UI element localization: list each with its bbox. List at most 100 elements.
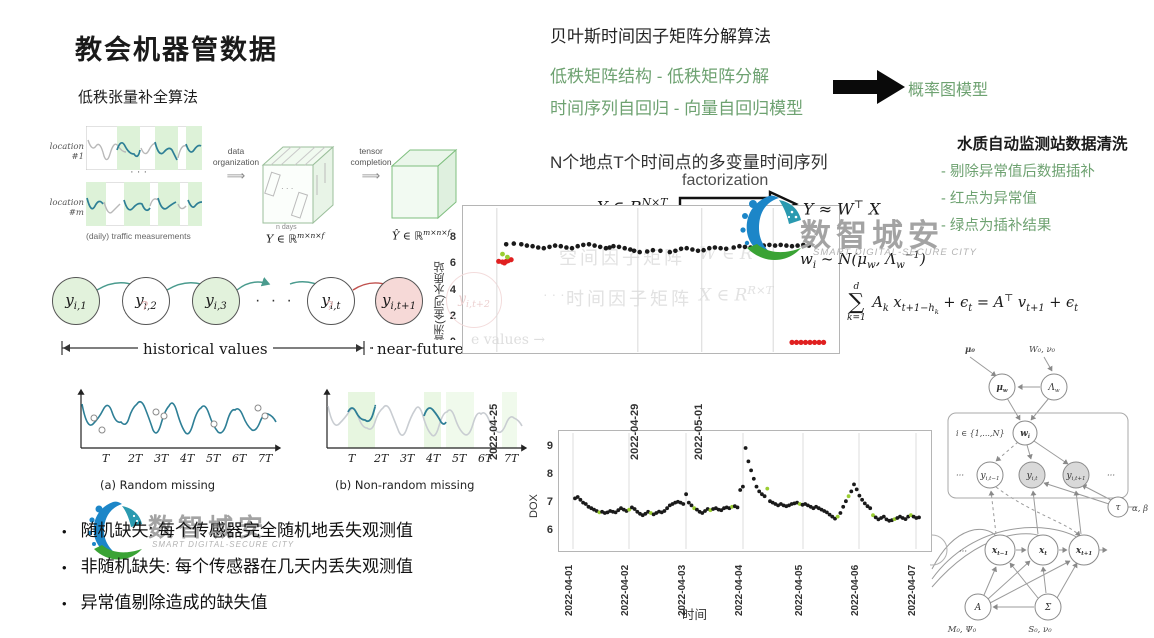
model-node-y-i,t−1 <box>976 461 1004 489</box>
series-imputed-green <box>500 251 510 260</box>
svg-text:μw: μw <box>996 383 1008 394</box>
model-label: M₀, Ψ₀ <box>947 625 977 635</box>
svg-text:Σ: Σ <box>1044 603 1052 613</box>
tick-2T: 2T <box>374 452 389 465</box>
svg-text:xt−1: xt−1 <box>991 546 1008 557</box>
ghost-dots: · · · <box>543 286 565 302</box>
caption-random-missing: (a) Random missing <box>100 478 216 492</box>
cleaning-item-3: - 绿点为插补结果 <box>941 218 1052 234</box>
factorization-label: factorization <box>682 172 769 189</box>
timeseries-strip-1 <box>86 126 202 170</box>
dox-ylabel: DOX <box>528 494 540 518</box>
dox-xtick-2022-04-06: 2022-04-06 <box>850 564 861 616</box>
page-title: 教会机器管数据 <box>75 35 278 65</box>
ghost-values-tail: e values → <box>471 332 546 348</box>
header-bayesian: 贝叶斯时间因子矩阵分解算法 <box>550 27 771 46</box>
svg-text:yi,t−1: yi,t−1 <box>980 471 1000 482</box>
tick-6T: 6T <box>232 452 247 465</box>
dox-xtick-2022-04-05: 2022-04-05 <box>794 564 805 616</box>
model-node-y-i,t <box>1018 461 1046 489</box>
model-label: μ₀ <box>965 345 975 355</box>
model-plate-label: i ∈ {1,...,N} <box>956 429 1005 438</box>
double-arrow-icon: ⟹ <box>226 168 246 184</box>
dox-xtick-2022-04-03: 2022-04-03 <box>677 564 688 616</box>
line-lowrank: 低秩矩阵结构 - 低秩矩阵分解 <box>550 67 770 86</box>
xtick-2022-04-25: 2022-04-25 <box>487 403 500 460</box>
label-location-m: location #m <box>49 198 84 218</box>
svg-text:yi,t+1: yi,t+1 <box>1066 471 1086 482</box>
dox-xtick-2022-04-02: 2022-04-02 <box>620 564 631 616</box>
dox-xtick-2022-04-07: 2022-04-07 <box>907 564 918 616</box>
random-missing-chart <box>77 388 282 452</box>
dox-scatter-canvas <box>572 433 921 549</box>
chain-node-i,t: yi,t? <box>307 277 355 325</box>
label-prob-graph-model: 概率图模型 <box>908 82 989 99</box>
tick-T: T <box>102 452 110 465</box>
watermark-logo-icon <box>87 501 142 560</box>
tick-3T: 3T <box>400 452 415 465</box>
eq-YWX: Y ≈ W⊤ X <box>803 198 881 219</box>
dox-xtick-2022-04-01: 2022-04-01 <box>564 564 575 616</box>
timeseries-ellipsis: · · · <box>130 166 148 178</box>
series-outliers-red <box>496 257 827 345</box>
model-label: W₀, ν₀ <box>1029 345 1056 355</box>
dox-xlabel: 时间 <box>682 608 708 622</box>
model-node-w-i <box>1012 420 1038 446</box>
tick-6T: 6T <box>478 452 493 465</box>
tick-2T: 2T <box>128 452 143 465</box>
dox-scatter-plot <box>558 430 932 552</box>
model-node-x-t−1 <box>984 534 1016 566</box>
eq-wi: wi ~ N(μw, Λw−1) <box>800 250 926 271</box>
model-node-τ <box>1107 496 1129 518</box>
svg-text:Λw: Λw <box>1047 383 1060 394</box>
tensor-caption: (daily) traffic measurements <box>86 231 191 241</box>
subtitle-tensor: 低秩张量补全算法 <box>78 89 199 106</box>
tensor-cube-complete <box>390 148 458 220</box>
model-node-Λ-w <box>1040 373 1068 401</box>
bullet-list: •随机缺失: 每个传感器完全随机地丢失观测值•非随机缺失: 每个传感器在几天内丢… <box>62 516 502 624</box>
cube2-label: Ŷ ∈ ℝm×n×f <box>392 228 451 243</box>
line-autoreg: 时间序列自回归 - 向量自回归模型 <box>550 99 804 118</box>
station-scatter-plot: 空间因子矩阵 W ∈ R · · · 时间因子矩阵 X ∈ RR×T yi,t+… <box>446 205 840 354</box>
svg-text:wi: wi <box>1020 429 1030 440</box>
tick-5T: 5T <box>452 452 467 465</box>
tick-4T: 4T <box>180 452 195 465</box>
dox-ytick-6: 6 <box>546 524 553 536</box>
bullet-item-2: •非随机缺失: 每个传感器在几天内丢失观测值 <box>62 557 414 576</box>
cube1-axis-bottom: n days <box>276 224 297 231</box>
tick-5T: 5T <box>206 452 221 465</box>
chain-node-i,1: yi,1 <box>52 277 100 325</box>
tick-T: T <box>348 452 356 465</box>
dox-ytick-8: 8 <box>546 468 553 480</box>
watermark-top <box>735 190 805 271</box>
watermark-bottom <box>83 497 145 570</box>
svg-text:· · ·: · · · <box>281 184 293 193</box>
model-node-Σ <box>1034 593 1062 621</box>
svg-text:yi,t: yi,t <box>1026 471 1039 482</box>
watermark-top-cjk: 数智城安 <box>800 218 944 253</box>
chain-node-i,2: yi,2? <box>122 277 170 325</box>
mts-line: N个地点T个时间点的多变量时间序列 <box>550 153 828 172</box>
series-dox-observed <box>573 446 921 523</box>
chain-ellipsis: · · · <box>255 292 295 309</box>
tensor-cube-incomplete: · · · <box>261 145 335 225</box>
svg-text:xt+1: xt+1 <box>1075 546 1092 557</box>
cleaning-item-2: - 红点为异常值 <box>941 191 1037 207</box>
cleaning-item-1: - 剔除异常值后数据插补 <box>941 164 1095 180</box>
tick-4T: 4T <box>426 452 441 465</box>
ytick-8: 8 <box>449 231 456 243</box>
watermark-bottom-latin: SMART DIGITAL-SECURE CITY <box>152 540 295 549</box>
xtick-2022-04-29: 2022-04-29 <box>628 403 641 460</box>
ghost-temporal-eq: X ∈ RR×T <box>699 283 774 306</box>
ghost-spatial-eq: W ∈ R <box>699 244 753 264</box>
tick-3T: 3T <box>154 452 169 465</box>
label-location-1: location #1 <box>49 142 84 162</box>
ghost-temporal-label: 时间因子矩阵 <box>566 289 692 309</box>
dox-xtick-2022-04-04: 2022-04-04 <box>734 564 745 616</box>
cube1-label: Y ∈ ℝm×n×f <box>266 231 325 246</box>
ghost-spatial-label: 空间因子矩阵 <box>559 248 685 268</box>
dox-ytick-9: 9 <box>546 440 553 452</box>
